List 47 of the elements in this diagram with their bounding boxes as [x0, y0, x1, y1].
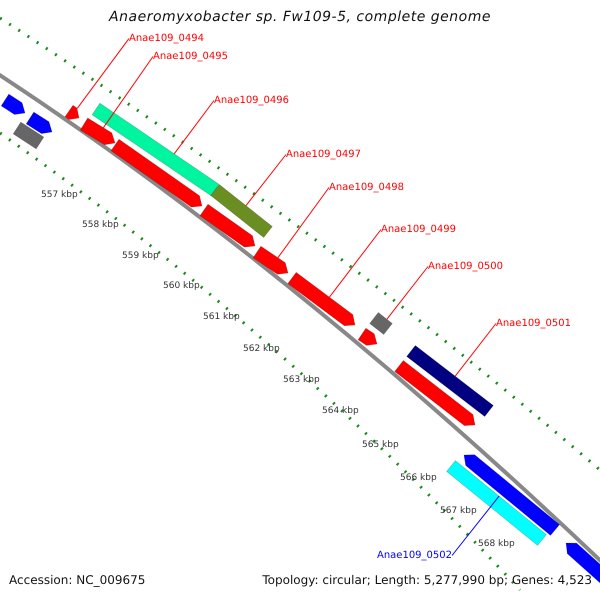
leader-line — [76, 38, 130, 109]
scale-label: 567 kbp — [440, 507, 477, 517]
gene-label: Anae109_0494 — [129, 33, 204, 44]
gene-block — [0, 94, 26, 115]
gene-block — [287, 272, 356, 326]
scale-label: 557 kbp — [41, 191, 78, 201]
leader-line — [174, 100, 214, 154]
diagram-title: Anaeromyxobacter sp. Fw109-5, complete genome — [107, 10, 492, 26]
scale-label: 562 kbp — [243, 345, 280, 355]
gene-block — [369, 312, 393, 335]
scale-label: 566 kbp — [400, 474, 437, 484]
gene-block — [12, 122, 44, 150]
gene-block — [110, 138, 202, 208]
gene-block — [252, 246, 288, 275]
gene-block — [358, 328, 378, 346]
gene-label: Anae109_0499 — [381, 224, 456, 235]
gene-block — [210, 184, 273, 238]
leader-line — [277, 187, 330, 258]
scale-label: 563 kbp — [283, 376, 320, 386]
scale-label: 565 kbp — [362, 441, 399, 451]
gene-label: Anae109_0502 — [377, 550, 452, 561]
scale-label: 558 kbp — [82, 221, 119, 231]
gene-block — [26, 112, 52, 134]
scale-label: 561 kbp — [203, 313, 240, 323]
leader-line — [328, 229, 382, 298]
footer-text: Accession: NC_009675 — [9, 574, 146, 588]
scale-label: 560 kbp — [163, 282, 200, 292]
gene-block — [64, 104, 80, 120]
leader-line — [454, 323, 496, 377]
scale-label: 564 kbp — [322, 407, 359, 417]
scale-label: 568 kbp — [478, 540, 515, 550]
scale-label: 559 kbp — [122, 252, 159, 262]
gene-label: Anae109_0500 — [428, 261, 503, 272]
gene-label: Anae109_0501 — [496, 318, 571, 329]
leader-line — [386, 266, 428, 320]
gene-block — [406, 345, 494, 417]
leader-line — [452, 496, 500, 556]
leader-line — [246, 154, 286, 206]
leader-line — [102, 56, 154, 128]
gene-label: Anae109_0496 — [214, 95, 289, 106]
gene-label: Anae109_0495 — [153, 51, 228, 62]
gene-block — [80, 118, 116, 146]
gene-label: Anae109_0498 — [329, 182, 404, 193]
gene-block — [394, 360, 476, 426]
footer-text: Topology: circular; Length: 5,277,990 bp; Genes: 4,523 — [262, 574, 592, 588]
gene-block — [200, 204, 256, 248]
gene-label: Anae109_0497 — [286, 149, 361, 160]
